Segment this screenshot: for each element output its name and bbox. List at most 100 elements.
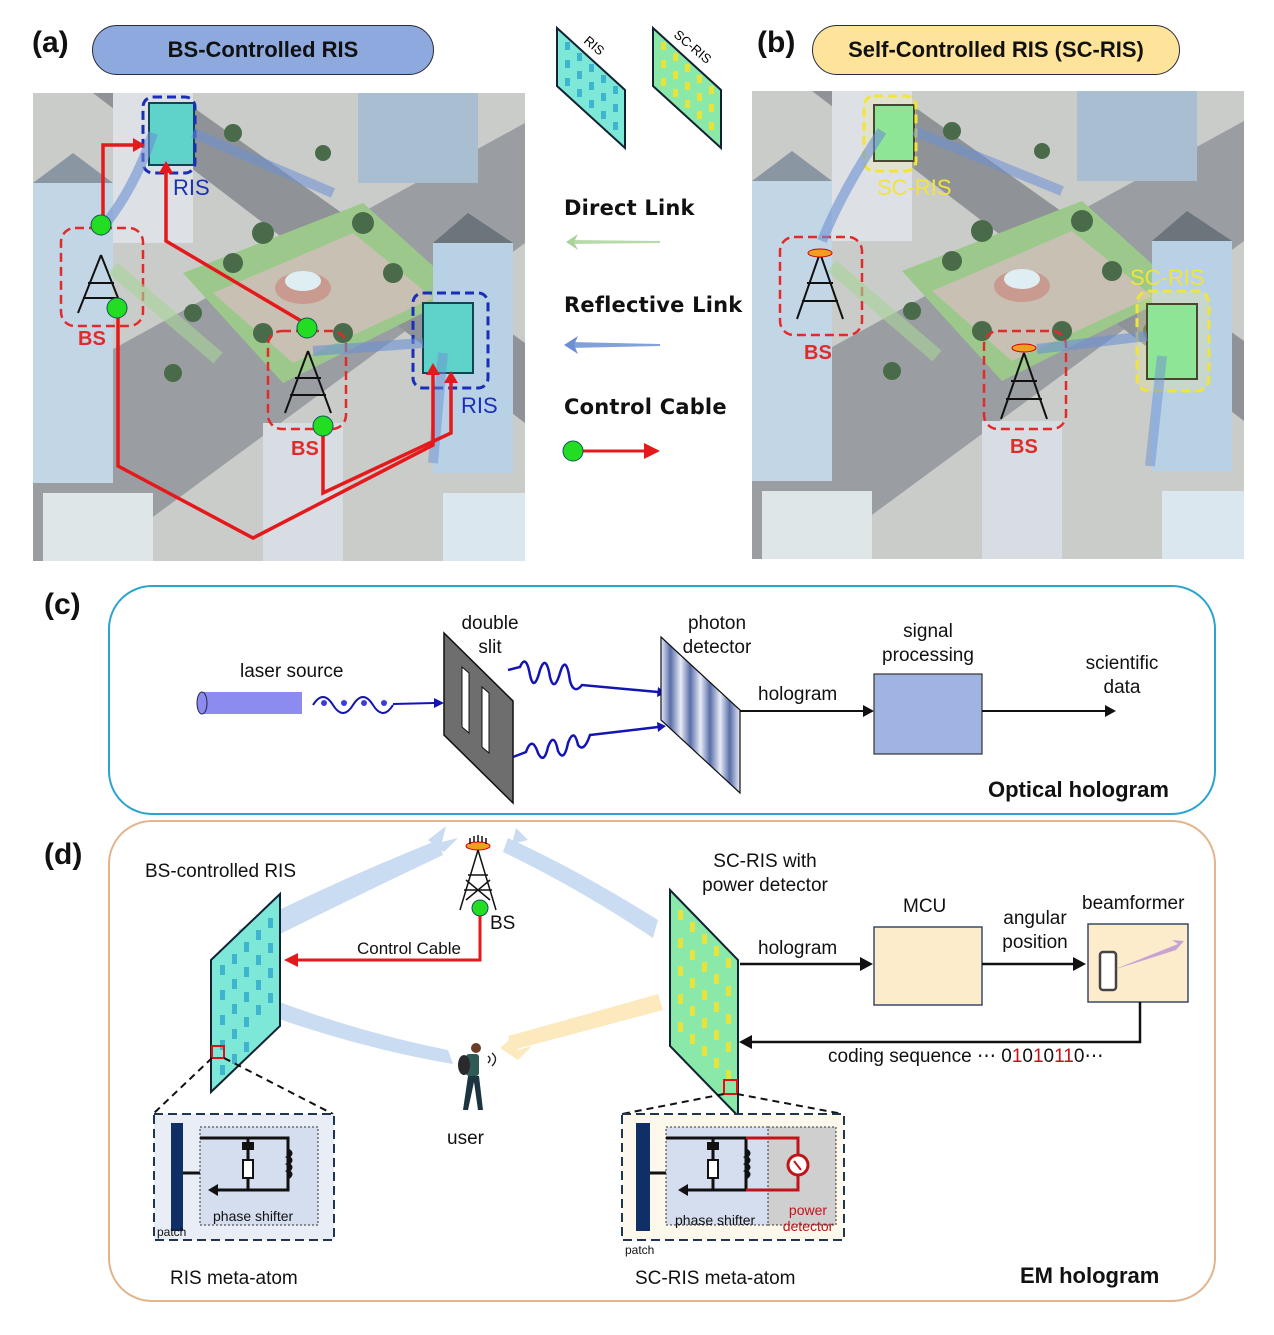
photon-detector-label-line2: detector: [682, 637, 752, 658]
control-cable-line: [298, 916, 482, 962]
ris-patch-label: patch: [157, 1225, 187, 1239]
ris-meta-atom-caption: RIS meta-atom: [170, 1268, 298, 1289]
mcu-label: MCU: [903, 896, 947, 917]
wave-lower: [512, 725, 659, 760]
panel-c-label: (c): [44, 588, 81, 621]
bs-tag-center-b: BS: [1010, 436, 1038, 458]
scris-label-line2: power detector: [702, 875, 828, 896]
coding-sequence-label: coding sequence ⋯ 01010110⋯: [828, 1045, 1103, 1069]
city-illustration-a: RIS RIS BS BS: [33, 93, 525, 561]
legend-control-cable-label: Control Cable: [564, 395, 727, 419]
laser-source-icon: [196, 691, 444, 715]
ris-tag-top: RIS: [173, 175, 210, 200]
beamformer-box: [1087, 923, 1189, 1003]
scris-phase-shifter-label: phase shifter: [675, 1212, 756, 1228]
coding-bit: 0: [1022, 1046, 1033, 1067]
angular-position-line1: angular: [1003, 908, 1067, 929]
coding-bit: 1: [1032, 1046, 1044, 1067]
scris-meta-atom-diagram: [621, 1113, 845, 1241]
panel-d-label: (d): [44, 838, 83, 871]
photon-detector-label: photon detector: [672, 612, 762, 660]
bs-tag-left: BS: [78, 328, 106, 350]
wave-upper: [507, 660, 659, 694]
panel-a-title: BS-Controlled RIS: [92, 25, 434, 75]
em-diagram: [152, 826, 1189, 1241]
bs-label-em: BS: [490, 913, 516, 934]
legend-tiles: RIS SC-RIS: [556, 25, 722, 151]
bs-tag-left-b: BS: [804, 342, 832, 364]
double-slit-label: double slit: [455, 612, 525, 660]
city-scene-a: RIS RIS BS BS: [33, 93, 525, 561]
coding-bit: 0: [1073, 1046, 1085, 1067]
double-slit-label-line1: double: [461, 613, 519, 634]
scris-tag-right: SC-RIS: [1130, 265, 1205, 290]
signal-processing-label-line2: processing: [882, 645, 974, 666]
power-detector-line1: power: [788, 1202, 828, 1218]
hologram-label-em: hologram: [758, 938, 838, 959]
power-detector-label: power detector: [778, 1202, 838, 1234]
control-cable-label-em: Control Cable: [357, 939, 461, 958]
scientific-data-label-line1: scientific: [1085, 653, 1159, 674]
coding-bit: 1: [1063, 1046, 1074, 1067]
panel-b-title: Self-Controlled RIS (SC-RIS): [812, 25, 1180, 75]
signal-processing-label-line1: signal: [903, 621, 953, 642]
reflective-link-arrow-icon: [564, 336, 660, 354]
photon-detector-label-line1: photon: [687, 613, 747, 634]
legend: RIS SC-RIS Direct Link Reflective Link C…: [545, 20, 745, 465]
control-cable-arrowhead: [284, 953, 298, 967]
coding-prefix: coding sequence ⋯: [828, 1046, 1002, 1067]
photon-detector-icon: [660, 635, 741, 795]
user-label: user: [447, 1128, 484, 1149]
coding-bit: 1: [1011, 1046, 1023, 1067]
direct-link-arrow-icon: [566, 234, 660, 250]
laser-source-label: laser source: [240, 661, 344, 682]
beam-arrow-icon: [1113, 940, 1184, 970]
scris-label-line1: SC-RIS with: [713, 851, 817, 872]
beamformer-label: beamformer: [1082, 893, 1185, 914]
optical-hologram-box: [108, 585, 1216, 815]
signal-processing-box: [873, 673, 983, 755]
bs-controlled-ris-tile-icon: [210, 891, 281, 1095]
ris-phase-shifter-label: phase shifter: [213, 1208, 294, 1224]
angular-position-label: angular position: [990, 907, 1080, 955]
coding-bits: 01010110: [1001, 1046, 1084, 1067]
legend-reflective-link-label: Reflective Link: [564, 293, 743, 317]
panel-a-label: (a): [32, 26, 69, 59]
panel-b-label: (b): [757, 26, 796, 59]
signal-processing-label: signal processing: [868, 620, 988, 668]
coding-suffix: ⋯: [1084, 1046, 1104, 1067]
user-figure-icon: [458, 1043, 497, 1110]
double-slit-icon: [443, 631, 514, 805]
scientific-data-label-line2: data: [1103, 677, 1141, 698]
scris-with-detector-label: SC-RIS with power detector: [690, 850, 840, 898]
scris-tag-top: SC-RIS: [877, 175, 952, 200]
double-slit-label-line2: slit: [478, 637, 502, 658]
city-illustration-b: SC-RIS SC-RIS BS BS: [752, 91, 1244, 559]
em-hologram-box: [108, 820, 1216, 1302]
mcu-box: [873, 926, 983, 1006]
hologram-label-optical: hologram: [758, 684, 838, 705]
bs-controlled-ris-label: BS-controlled RIS: [145, 861, 297, 882]
scris-meta-atom-caption: SC-RIS meta-atom: [635, 1268, 796, 1289]
scris-tile-icon-em: [669, 887, 739, 1119]
optical-diagram: [196, 631, 1116, 805]
control-cable-icon: [562, 440, 660, 462]
panel-a-title-text: BS-Controlled RIS: [167, 37, 359, 62]
ris-tag-right: RIS: [461, 393, 498, 418]
scris-patch-label: patch: [625, 1243, 655, 1257]
em-beams: [238, 826, 663, 1064]
coding-bit: 0: [1001, 1046, 1012, 1067]
phone-icon: [1098, 950, 1118, 992]
scientific-data-label: scientific data: [1072, 652, 1172, 700]
coding-bit: 1: [1054, 1046, 1064, 1067]
power-detector-line2: detector: [782, 1218, 834, 1234]
ris-tile-icon: [556, 25, 626, 151]
bs-tag-center: BS: [291, 438, 319, 460]
coding-bit: 0: [1043, 1046, 1055, 1067]
scris-tile-icon: [652, 25, 722, 151]
optical-hologram-title: Optical hologram: [988, 777, 1169, 802]
angular-position-line2: position: [1002, 932, 1068, 953]
em-hologram-title: EM hologram: [1020, 1263, 1160, 1288]
ris-meta-atom-diagram: [153, 1113, 335, 1241]
bs-tower-icon: [459, 835, 497, 917]
